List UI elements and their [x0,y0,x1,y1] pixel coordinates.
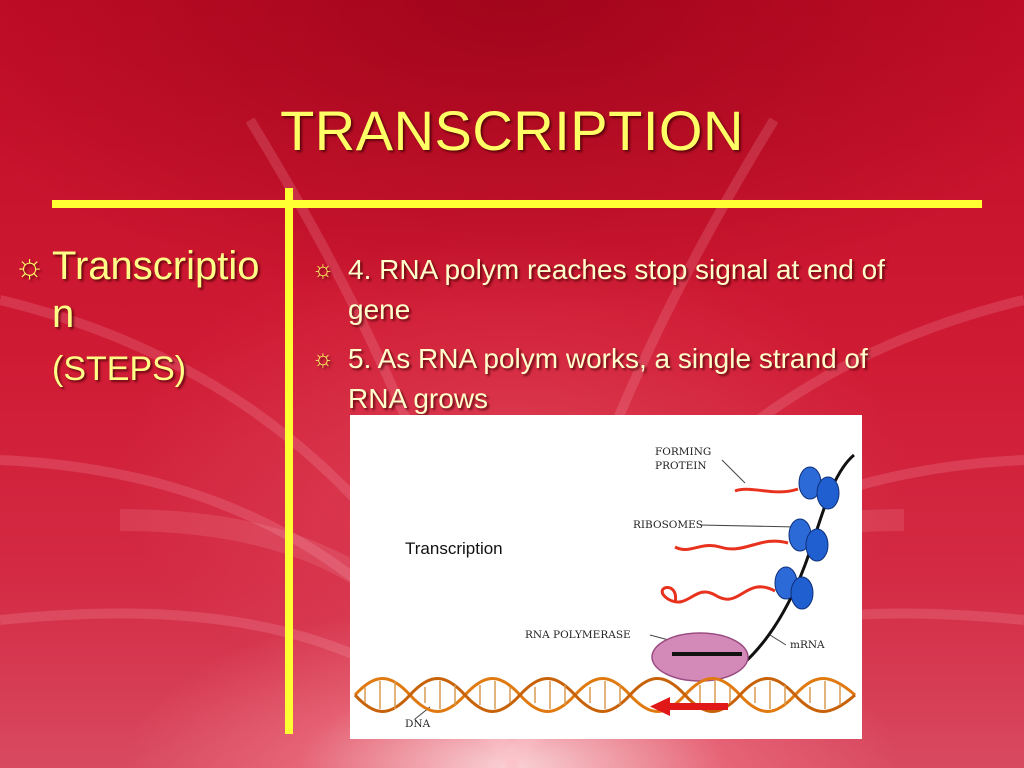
sun-bullet-icon: ☼ [312,256,334,283]
horizontal-divider [52,200,982,208]
ribosome-1 [798,466,840,510]
dna-double-helix [353,677,856,713]
mrna-label: mRNA [790,639,825,651]
left-heading: Transcription [52,244,260,336]
vertical-divider [285,188,293,734]
forming-protein-label: FORMING [655,446,711,458]
left-heading-block: ☼ Transcription (STEPS) [14,242,274,389]
transcription-diagram: Transcription FORMING PROTEIN RIBOSOMES … [350,415,862,739]
rna-polymerase-enzyme [651,632,749,682]
sun-bullet-icon: ☼ [14,247,46,285]
left-subheading: (STEPS) [52,350,187,388]
protein-chains [660,487,799,604]
steps-list: ☼ 4. RNA polym reaches stop signal at en… [312,250,952,428]
ribosomes-label: RIBOSOMES [633,519,703,531]
sun-bullet-icon: ☼ [312,345,334,372]
list-item: ☼ 4. RNA polym reaches stop signal at en… [312,250,952,330]
ribosome-2 [788,518,829,562]
rna-polymerase-label: RNA POLYMERASE [525,629,631,641]
forming-protein-label: PROTEIN [655,460,707,472]
list-item: ☼ 5. As RNA polym works, a single strand… [312,339,952,419]
slide-title: TRANSCRIPTION [280,99,744,162]
mrna-strand [741,453,855,667]
dna-base-pairs [364,681,841,709]
direction-arrow-icon [650,697,728,716]
step-text: 5. As RNA polym works, a single strand o… [348,343,868,414]
dna-label: DNA [405,718,431,730]
ribosome-3 [774,566,814,610]
mrna-exit [672,652,742,656]
step-text: 4. RNA polym reaches stop signal at end … [348,254,885,325]
diagram-title-label: Transcription [405,539,503,558]
